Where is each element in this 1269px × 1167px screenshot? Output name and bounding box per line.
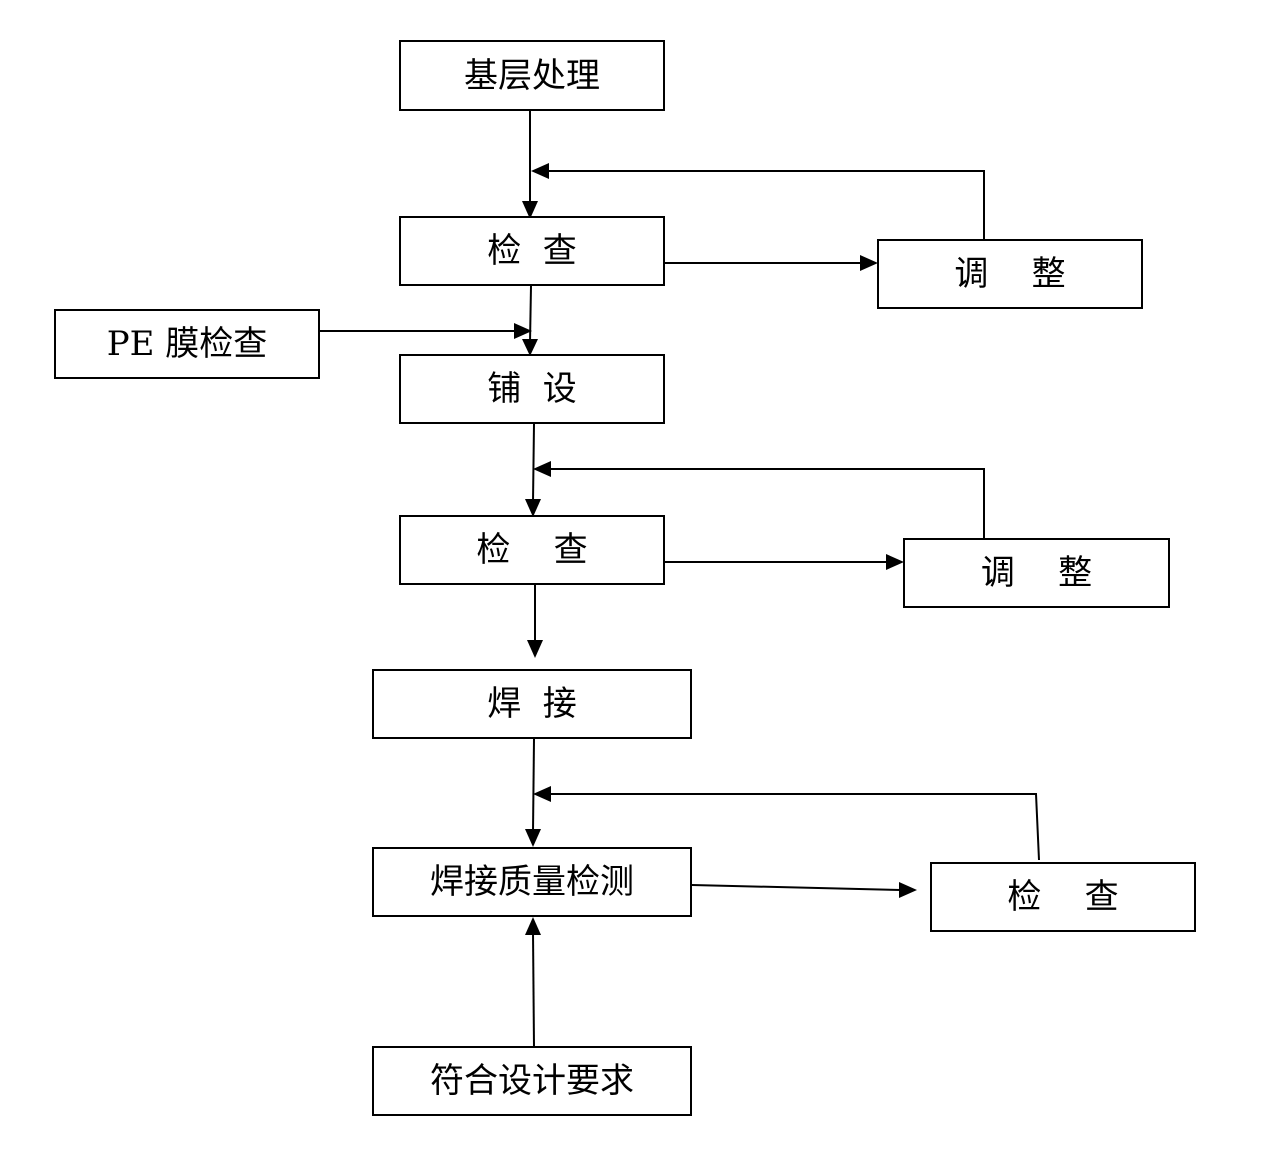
arrowhead-to-inspect1	[522, 201, 538, 219]
arrowhead-adjust2-feedback	[533, 461, 551, 477]
node-meets-design-label: 符合设计要求	[430, 1061, 634, 1101]
connector-quality-to-inspect3	[691, 884, 902, 891]
node-adjust-1-label: 调 整	[954, 254, 1066, 294]
arrowhead-meets-to-quality	[525, 917, 541, 935]
node-base-treatment: 基层处理	[399, 40, 665, 111]
arrowhead-to-laying	[522, 339, 538, 356]
arrowhead-to-inspect2	[525, 499, 541, 517]
arrowhead-to-quality	[525, 829, 541, 847]
node-laying: 铺 设	[399, 354, 665, 424]
arrowhead-adjust1-feedback	[531, 163, 549, 179]
arrowhead-to-welding	[527, 640, 543, 658]
connector-adjust1-feedback	[547, 170, 985, 240]
connector-meets-to-quality	[532, 931, 535, 1048]
node-base-treatment-label: 基层处理	[464, 55, 600, 96]
node-welding: 焊 接	[372, 669, 692, 739]
arrowhead-pe-to-laying	[514, 323, 532, 339]
node-inspect-1: 检 查	[399, 216, 665, 286]
node-inspect-1-label: 检 查	[487, 231, 577, 271]
node-inspect-2: 检 查	[399, 515, 665, 585]
node-weld-quality-test-label: 焊接质量检测	[430, 862, 634, 902]
arrowhead-to-inspect3	[899, 882, 917, 898]
node-adjust-1: 调 整	[877, 239, 1143, 309]
connector-inspect1-to-laying	[529, 285, 532, 343]
node-welding-label: 焊 接	[487, 684, 577, 724]
node-inspect-3-label: 检 查	[1007, 877, 1119, 917]
arrowhead-to-adjust1	[860, 255, 878, 271]
node-meets-design: 符合设计要求	[372, 1046, 692, 1116]
node-inspect-3: 检 查	[930, 862, 1196, 932]
node-pe-film-check-label: PE 膜检查	[106, 324, 268, 364]
connector-adjust2-feedback	[549, 468, 985, 539]
arrowhead-to-adjust2	[886, 554, 904, 570]
node-adjust-2: 调 整	[903, 538, 1170, 608]
node-adjust-2-label: 调 整	[980, 553, 1093, 593]
connector-welding-to-quality	[532, 738, 535, 833]
node-pe-film-check: PE 膜检查	[54, 309, 320, 379]
connector-laying-to-inspect2	[532, 423, 535, 503]
node-laying-label: 铺 设	[487, 369, 577, 409]
connector-inspect3-feedback	[549, 793, 1040, 861]
node-inspect-2-label: 检 查	[476, 530, 588, 570]
arrowhead-inspect3-feedback	[533, 786, 551, 802]
node-weld-quality-test: 焊接质量检测	[372, 847, 692, 917]
